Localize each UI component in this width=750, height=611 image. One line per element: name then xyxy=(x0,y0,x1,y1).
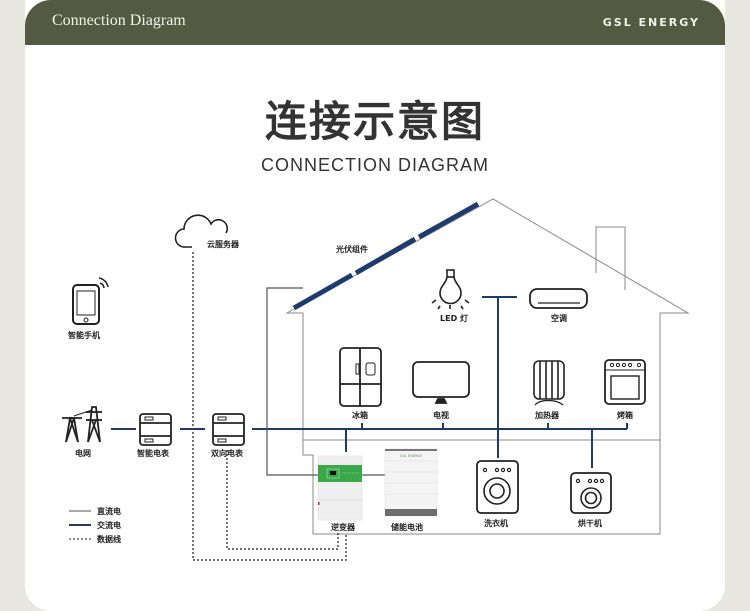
ac-label: 空调 xyxy=(551,313,567,323)
header-bar: Connection Diagram GSL ENERGY xyxy=(25,0,725,45)
cloud-label: 云服务器 xyxy=(207,239,240,249)
solar-panel-icon xyxy=(292,201,480,311)
led-label: LED 灯 xyxy=(440,313,468,323)
battery-label: 储能电池 xyxy=(390,522,423,532)
battery-icon: GSL ENERGY xyxy=(384,448,438,517)
smartphone-icon xyxy=(72,277,109,325)
fridge-label: 冰箱 xyxy=(352,410,368,420)
ac-lines xyxy=(111,296,628,468)
brand-logo: GSL ENERGY xyxy=(602,16,700,29)
dc-lines xyxy=(266,287,385,476)
air-conditioner-icon xyxy=(529,288,588,309)
cloud-icon xyxy=(174,214,229,248)
heater-label: 加热器 xyxy=(534,410,560,420)
smart-meter-icon xyxy=(139,413,172,446)
data-lines xyxy=(192,252,347,561)
legend-ac-label: 交流电 xyxy=(97,520,121,530)
tv-icon xyxy=(412,361,470,404)
house-outline xyxy=(285,198,690,535)
legend: 直流电 交流电 数据线 xyxy=(69,506,121,544)
oven-icon xyxy=(604,359,646,405)
pv-label: 光伏组件 xyxy=(335,244,368,254)
heater-icon xyxy=(533,360,565,406)
oven-label: 烤箱 xyxy=(617,410,633,420)
fridge-icon xyxy=(339,347,382,407)
diagram-title-en: CONNECTION DIAGRAM xyxy=(260,155,489,175)
bidirectional-meter-label: 双向电表 xyxy=(211,448,244,458)
phone-label: 智能手机 xyxy=(68,330,100,340)
washing-machine-icon xyxy=(476,460,519,514)
header-title: Connection Diagram xyxy=(52,12,186,29)
diagram-title-cn: 连接示意图 xyxy=(264,97,485,146)
content-card xyxy=(25,0,725,611)
inverter-icon xyxy=(317,455,363,521)
dryer-label: 烘干机 xyxy=(578,518,602,528)
bidirectional-meter-icon xyxy=(212,413,245,446)
dryer-icon xyxy=(570,472,612,514)
legend-data-label: 数据线 xyxy=(97,534,121,544)
tv-label: 电视 xyxy=(433,410,449,420)
washer-label: 洗衣机 xyxy=(484,518,508,528)
legend-dc-label: 直流电 xyxy=(97,506,121,516)
battery-brand: GSL ENERGY xyxy=(400,454,423,458)
light-bulb-icon xyxy=(431,269,470,310)
grid-label: 电网 xyxy=(75,448,91,458)
power-tower-icon xyxy=(62,406,102,443)
smart-meter-label: 智能电表 xyxy=(137,448,170,458)
inverter-label: 逆变器 xyxy=(331,522,356,532)
